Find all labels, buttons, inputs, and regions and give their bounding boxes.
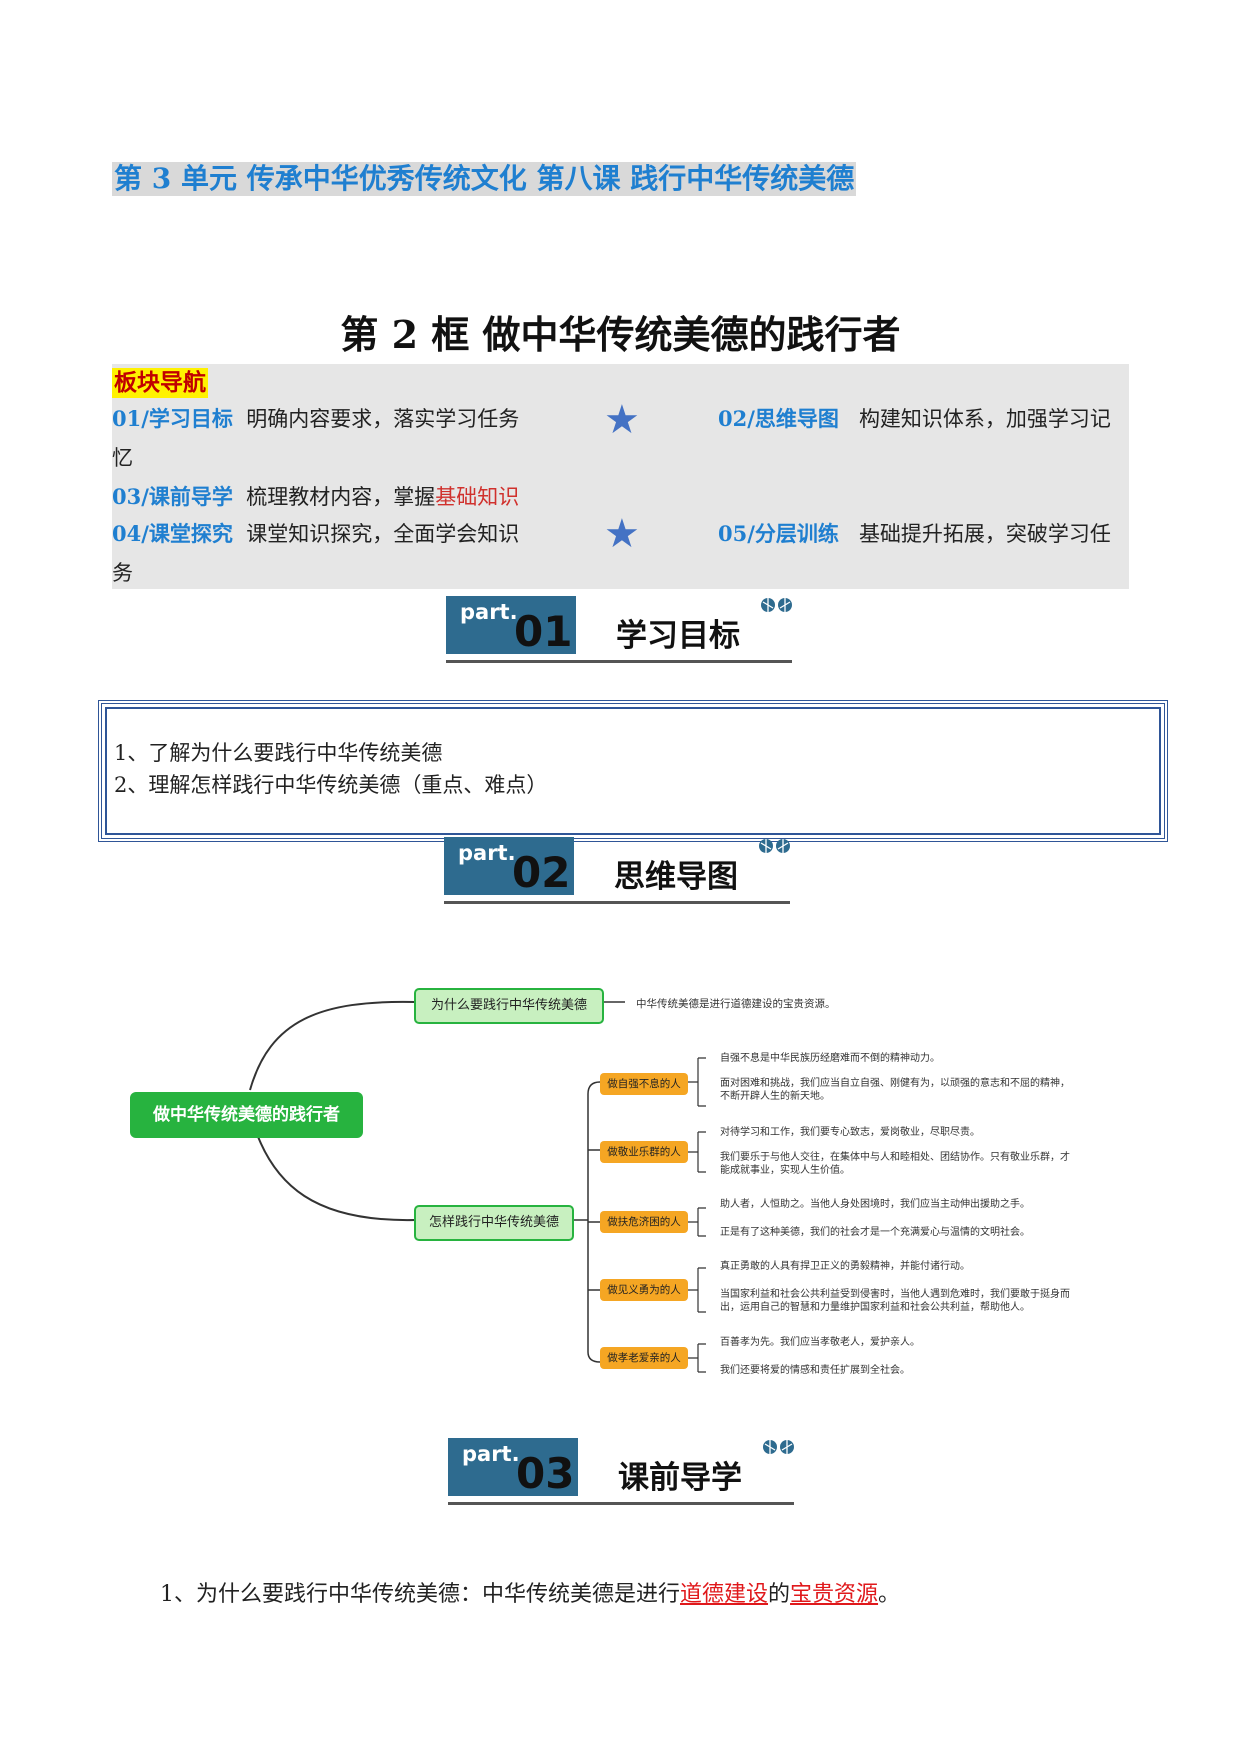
nav-item-code: 05/分层训练 [718, 521, 839, 546]
part-underline [446, 660, 792, 663]
learning-goals-box: 1、了解为什么要践行中华传统美德 2、理解怎样践行中华传统美德（重点、难点） [98, 700, 1168, 842]
part-badge [444, 837, 574, 895]
mind-map-note: 我们还要将爱的情感和责任扩展到全社会。 [720, 1365, 910, 1376]
mind-map-connector [249, 1111, 416, 1222]
mind-map-branch-node: 做敬业乐群的人 [600, 1141, 688, 1163]
mind-map-note: 不断开辟人生的新天地。 [720, 1091, 830, 1102]
part-underline [448, 1502, 794, 1505]
nav-item-desc: 课堂知识探究，全面学会知识 [246, 522, 520, 546]
part-word: part. [458, 841, 516, 865]
mind-map-note: 中华传统美德是进行道德建设的宝贵资源。 [636, 998, 836, 1010]
part-word: part. [462, 1442, 520, 1466]
nav-item-desc: 梳理教材内容，掌握 [246, 485, 436, 509]
mind-map-how-node: 怎样践行中华传统美德 [414, 1205, 574, 1241]
nav-item-code: 03/课前导学 [112, 484, 233, 509]
mind-map-brackets [688, 1057, 706, 1373]
point-text: 。 [878, 1582, 901, 1607]
unit-title: 第 3 单元 传承中华优秀传统文化 第八课 践行中华传统美德 [112, 162, 857, 196]
part-title: 课前导学 [618, 1460, 742, 1496]
point-text: 的 [768, 1582, 791, 1607]
part-number: 02 [512, 848, 571, 897]
mind-map-note: 出，运用自己的智慧和力量维护国家利益和社会公共利益，帮助他人。 [720, 1302, 1030, 1313]
mind-map-note-group: 自强不息是中华民族历经磨难而不倒的精神动力。 面对困难和挑战，我们应当自立自强、… [720, 1052, 1070, 1103]
globe-dots-icon [763, 1440, 794, 1454]
nav-panel [112, 364, 1129, 589]
nav-item-code: 04/课堂探究 [112, 521, 233, 546]
mind-map [249, 1000, 706, 1373]
nav-item-01: 01/学习目标 明确内容要求，落实学习任务 [112, 405, 519, 433]
mind-map-note: 当国家利益和社会公共利益受到侵害时，当他人遇到危难时，我们要敢于挺身而 [720, 1289, 1070, 1300]
star-icon: ★ [604, 511, 640, 557]
mind-map-note: 百善孝为先。我们应当孝敬老人，爱护亲人。 [720, 1337, 920, 1348]
mind-map-note: 我们要乐于与他人交往，在集体中与人和睦相处、团结协作。只有敬业乐群，才 [720, 1152, 1070, 1163]
mind-map-connector [587, 1081, 601, 1363]
mind-map-note: 正是有了这种美德，我们的社会才是一个充满爱心与温情的文明社会。 [720, 1227, 1030, 1238]
nav-item-code: 01/学习目标 [112, 406, 233, 431]
point-text: 1、为什么要践行中华传统美德：中华传统美德是进行 [160, 1582, 680, 1607]
mind-map-root-node: 做中华传统美德的践行者 [130, 1092, 363, 1138]
globe-dots-icon [759, 839, 790, 853]
goal-item: 1、了解为什么要践行中华传统美德 [114, 741, 443, 765]
nav-item-04: 04/课堂探究 课堂知识探究，全面学会知识 [112, 520, 519, 548]
mind-map-note: 能成就事业，实现人生价值。 [720, 1165, 850, 1176]
goal-item: 2、理解怎样践行中华传统美德（重点、难点） [114, 773, 548, 797]
mind-map-note: 助人者，人恒助之。当他人身处困境时，我们应当主动伸出援助之手。 [720, 1199, 1030, 1210]
nav-item-desc: 构建知识体系，加强学习记 [858, 407, 1111, 431]
part-number: 01 [514, 607, 573, 656]
key-term: 宝贵资源 [790, 1582, 879, 1607]
nav-wrap-text: 务 [112, 561, 133, 585]
globe-dots-icon [761, 598, 792, 612]
mind-map-note: 面对困难和挑战，我们应当自立自强、刚健有为，以顽强的意志和不屈的精神， [720, 1078, 1070, 1089]
nav-item-02: 02/思维导图 构建知识体系，加强学习记 [718, 405, 1111, 433]
nav-item-desc: 明确内容要求，落实学习任务 [246, 407, 520, 431]
part-underline [444, 901, 790, 904]
part-word: part. [460, 600, 518, 624]
nav-heading: 板块导航 [112, 368, 208, 398]
nav-item-05: 05/分层训练 基础提升拓展，突破学习任 [718, 520, 1111, 548]
part-banner-01: part. 01 学习目标 [446, 596, 792, 664]
part-banner-02: part. 02 思维导图 [444, 837, 790, 905]
key-term: 道德建设 [680, 1582, 769, 1607]
nav-wrap-text: 忆 [112, 446, 133, 470]
mind-map-branch-node: 做孝老爱亲的人 [600, 1347, 688, 1369]
part-badge [448, 1438, 578, 1496]
mind-map-branch-node: 做见义勇为的人 [600, 1279, 688, 1301]
lesson-title: 第 2 框 做中华传统美德的践行者 [340, 312, 901, 357]
nav-item-code: 02/思维导图 [718, 406, 839, 431]
mind-map-connector [249, 1000, 416, 1091]
mind-map-branch-node: 做自强不息的人 [600, 1073, 688, 1095]
nav-item-desc: 基础提升拓展，突破学习任 [858, 522, 1111, 546]
mind-map-why-node: 为什么要践行中华传统美德 [414, 988, 604, 1024]
mind-map-branch-node: 做扶危济困的人 [600, 1211, 688, 1233]
mind-map-note-group: 助人者，人恒助之。当他人身处困境时，我们应当主动伸出援助之手。 正是有了这种美德… [720, 1198, 1030, 1239]
mind-map-note-group: 百善孝为先。我们应当孝敬老人，爱护亲人。 我们还要将爱的情感和责任扩展到全社会。 [720, 1336, 920, 1377]
part-banner-03: part. 03 课前导学 [448, 1438, 794, 1506]
part-badge [446, 596, 576, 654]
nav-item-03: 03/课前导学 梳理教材内容，掌握基础知识 [112, 483, 519, 511]
star-icon: ★ [604, 397, 640, 443]
mind-map-note-group: 对待学习和工作，我们要专心致志，爱岗敬业，尽职尽责。 我们要乐于与他人交往，在集… [720, 1126, 1070, 1177]
part-title: 学习目标 [616, 618, 740, 654]
mind-map-note: 真正勇敢的人具有捍卫正义的勇毅精神，并能付诸行动。 [720, 1261, 970, 1272]
mind-map-note-group: 真正勇敢的人具有捍卫正义的勇毅精神，并能付诸行动。 当国家利益和社会公共利益受到… [720, 1260, 1070, 1314]
part-title: 思维导图 [614, 859, 738, 895]
nav-item-highlight: 基础知识 [435, 485, 520, 509]
pre-study-point: 1、为什么要践行中华传统美德：中华传统美德是进行道德建设的宝贵资源。 [160, 1576, 900, 1608]
mind-map-note: 自强不息是中华民族历经磨难而不倒的精神动力。 [720, 1053, 940, 1064]
part-number: 03 [516, 1449, 575, 1498]
mind-map-note: 对待学习和工作，我们要专心致志，爱岗敬业，尽职尽责。 [720, 1127, 980, 1138]
